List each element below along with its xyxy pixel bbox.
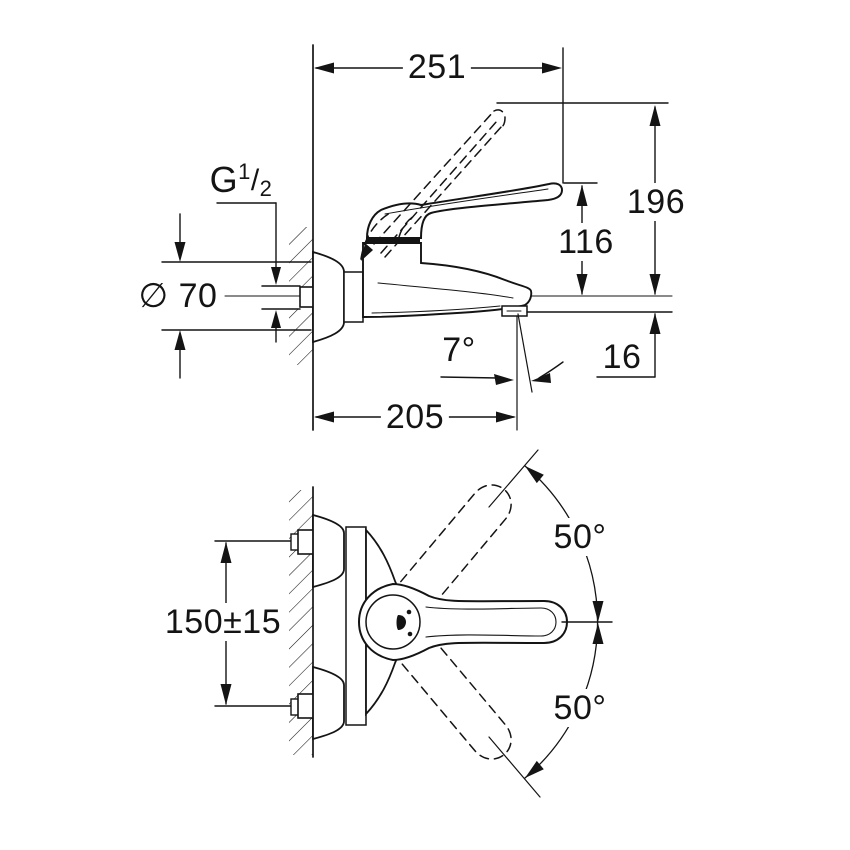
lever-swing-lower-dashed [400,635,512,760]
lever-rotation-arrow [361,243,373,261]
lever-raised-dashed [360,109,506,260]
escutcheon-plan-top [312,513,345,589]
wall-section-side [289,44,314,431]
dim-swing-angle-lower: 50° [548,689,612,727]
wall-connections-plan [290,529,316,719]
spout-contour-bottom [371,305,501,314]
dim-overall-height: 196 [621,183,691,221]
escutcheon-side [312,250,345,344]
thread-stub-side [261,285,301,310]
union-cylinder-side [343,271,364,323]
lever-side [365,182,564,239]
dim-stream-angle: 7° [442,331,476,369]
cold-dot [407,631,413,637]
thread-base: G [209,159,239,200]
dim-lever-height: 116 [553,223,619,261]
escutcheon-plan-bottom [312,665,345,741]
dim-flange-diameter: ∅ 70 [138,277,218,315]
dim-connection-centers: 150±15 [159,603,287,641]
thread-slash: / [250,164,260,197]
dim-outlet-drop: 16 [602,338,642,376]
dim-diameter-lines [161,213,312,379]
dim-spout-reach: 205 [380,398,450,436]
thread-size-label: G1/2 [209,159,273,201]
side-view [161,44,673,431]
thread-leader [216,202,281,343]
dim-swing-angle-upper: 50° [548,518,612,556]
dim-centers-lines [214,540,298,707]
lever-swing-upper-dashed [400,484,512,609]
hot-dot [406,609,412,615]
dim-overall-depth: 251 [402,48,472,86]
spout-contour-top [377,282,514,299]
thread-sub: 2 [259,176,273,201]
cartridge-cap-plan [365,594,421,650]
lever-plan-inner-line [425,606,557,638]
stream-angle-lines [440,313,564,431]
plan-view [214,449,613,798]
swing-angle-lines [488,449,613,798]
faucet-body-side [362,242,533,318]
lever-joint [366,238,420,243]
logo-mark [396,615,406,630]
thread-sup: 1 [238,159,251,184]
